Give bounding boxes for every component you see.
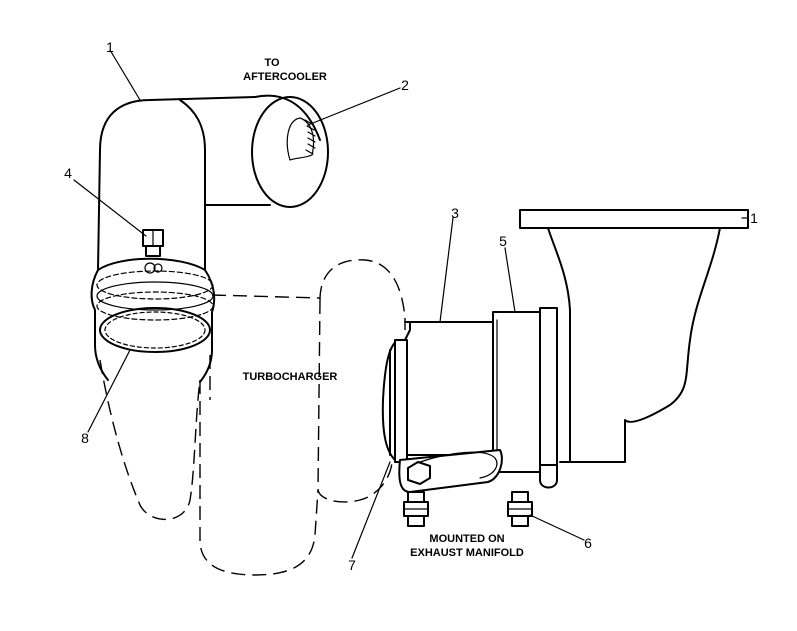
- callout-6: 6: [584, 535, 592, 551]
- callout-2: 2: [401, 77, 409, 93]
- label-turbocharger: TURBOCHARGER: [243, 371, 338, 383]
- label-aftercooler: AFTERCOOLER: [243, 71, 327, 83]
- callout-1-right: 1: [750, 210, 758, 226]
- callout-3: 3: [451, 205, 459, 221]
- bolt-head-left: [407, 461, 431, 485]
- label-exhaust-manifold: EXHAUST MANIFOLD: [410, 547, 524, 559]
- stud-nut-left: [403, 491, 429, 527]
- exhaust-elbow: [519, 209, 749, 463]
- hose-clamp: [90, 229, 216, 383]
- lower-inlet-tube: [99, 294, 321, 576]
- callout-1-left: 1: [106, 39, 114, 55]
- callout-4: 4: [64, 165, 72, 181]
- label-to: TO: [264, 57, 280, 69]
- turbocharger-housing: [317, 259, 406, 503]
- callout-8: 8: [81, 430, 89, 446]
- mounting-bracket: [398, 449, 533, 527]
- exhaust-adapter: [492, 307, 558, 489]
- stud-nut-right: [507, 491, 533, 527]
- elbow-tube: [97, 94, 329, 271]
- label-mounted-on: MOUNTED ON: [429, 533, 504, 545]
- callout-5: 5: [499, 233, 507, 249]
- turbine-inlet: [381, 321, 494, 463]
- leader-lines: [73, 49, 749, 559]
- callout-7: 7: [348, 557, 356, 573]
